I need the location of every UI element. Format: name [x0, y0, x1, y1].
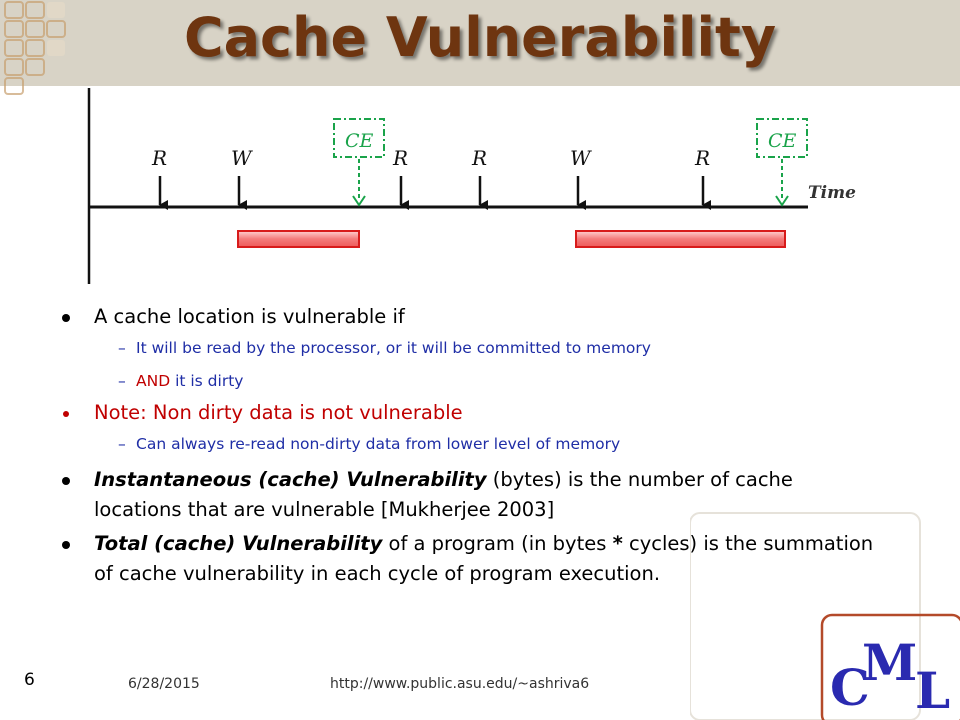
cache-eviction-label: CE [345, 130, 374, 152]
cache-eviction-arrowhead [352, 195, 366, 207]
bullet-dot [62, 314, 70, 322]
event-label-r: R [392, 146, 408, 170]
event-label-r: R [151, 146, 167, 170]
cache-eviction-arrowhead [775, 195, 789, 207]
event-label-r: R [694, 146, 710, 170]
sub-bullet-dirty: – AND it is dirty [62, 365, 882, 398]
footer-date: 6/28/2015 [128, 676, 200, 692]
bullet-instantaneous-vulnerability: Instantaneous (cache) Vulnerability (byt… [62, 465, 882, 525]
slide-title: Cache Vulnerability [183, 6, 777, 69]
event-label-r: R [471, 146, 487, 170]
bullet-vulnerable-definition: A cache location is vulnerable if [62, 302, 882, 332]
cache-eviction-label: CE [768, 130, 797, 152]
vulnerability-timeline-diagram: Time R W CE R R W R CE [87, 88, 856, 284]
vulnerable-interval-bar-2 [575, 230, 786, 248]
dash-icon: – [118, 435, 126, 453]
event-label-w: W [231, 146, 253, 170]
sub-bullet-reread: – Can always re-read non-dirty data from… [62, 428, 882, 461]
dash-icon: – [118, 339, 126, 357]
bullet-dot [62, 477, 70, 485]
decorative-frame-bottom-right: C M L [690, 512, 960, 720]
and-keyword: AND [136, 372, 171, 390]
decorative-squares-top-left [4, 1, 66, 95]
logo-letter-l: L [915, 661, 950, 720]
dash-icon: – [118, 372, 126, 390]
bullet-total-vulnerability: Total (cache) Vulnerability of a program… [62, 529, 882, 589]
cache-eviction-box [756, 118, 808, 158]
slide-body: A cache location is vulnerable if – It w… [62, 302, 882, 589]
page-number: 6 [24, 670, 35, 690]
header-band [0, 0, 960, 86]
event-label-w: W [570, 146, 592, 170]
bullet-dot [63, 411, 69, 417]
bullet-dot [62, 541, 70, 549]
logo-letter-c: C [830, 658, 870, 717]
vulnerable-interval-bar-1 [237, 230, 360, 248]
footer-url: http://www.public.asu.edu/~ashriva6 [330, 676, 590, 692]
sub-bullet-read-or-committed: – It will be read by the processor, or i… [62, 332, 882, 365]
logo-letter-m: M [862, 633, 917, 692]
cache-eviction-box [333, 118, 385, 158]
bullet-note-non-dirty: Note: Non dirty data is not vulnerable [62, 398, 882, 428]
time-axis-label: Time [808, 183, 856, 203]
